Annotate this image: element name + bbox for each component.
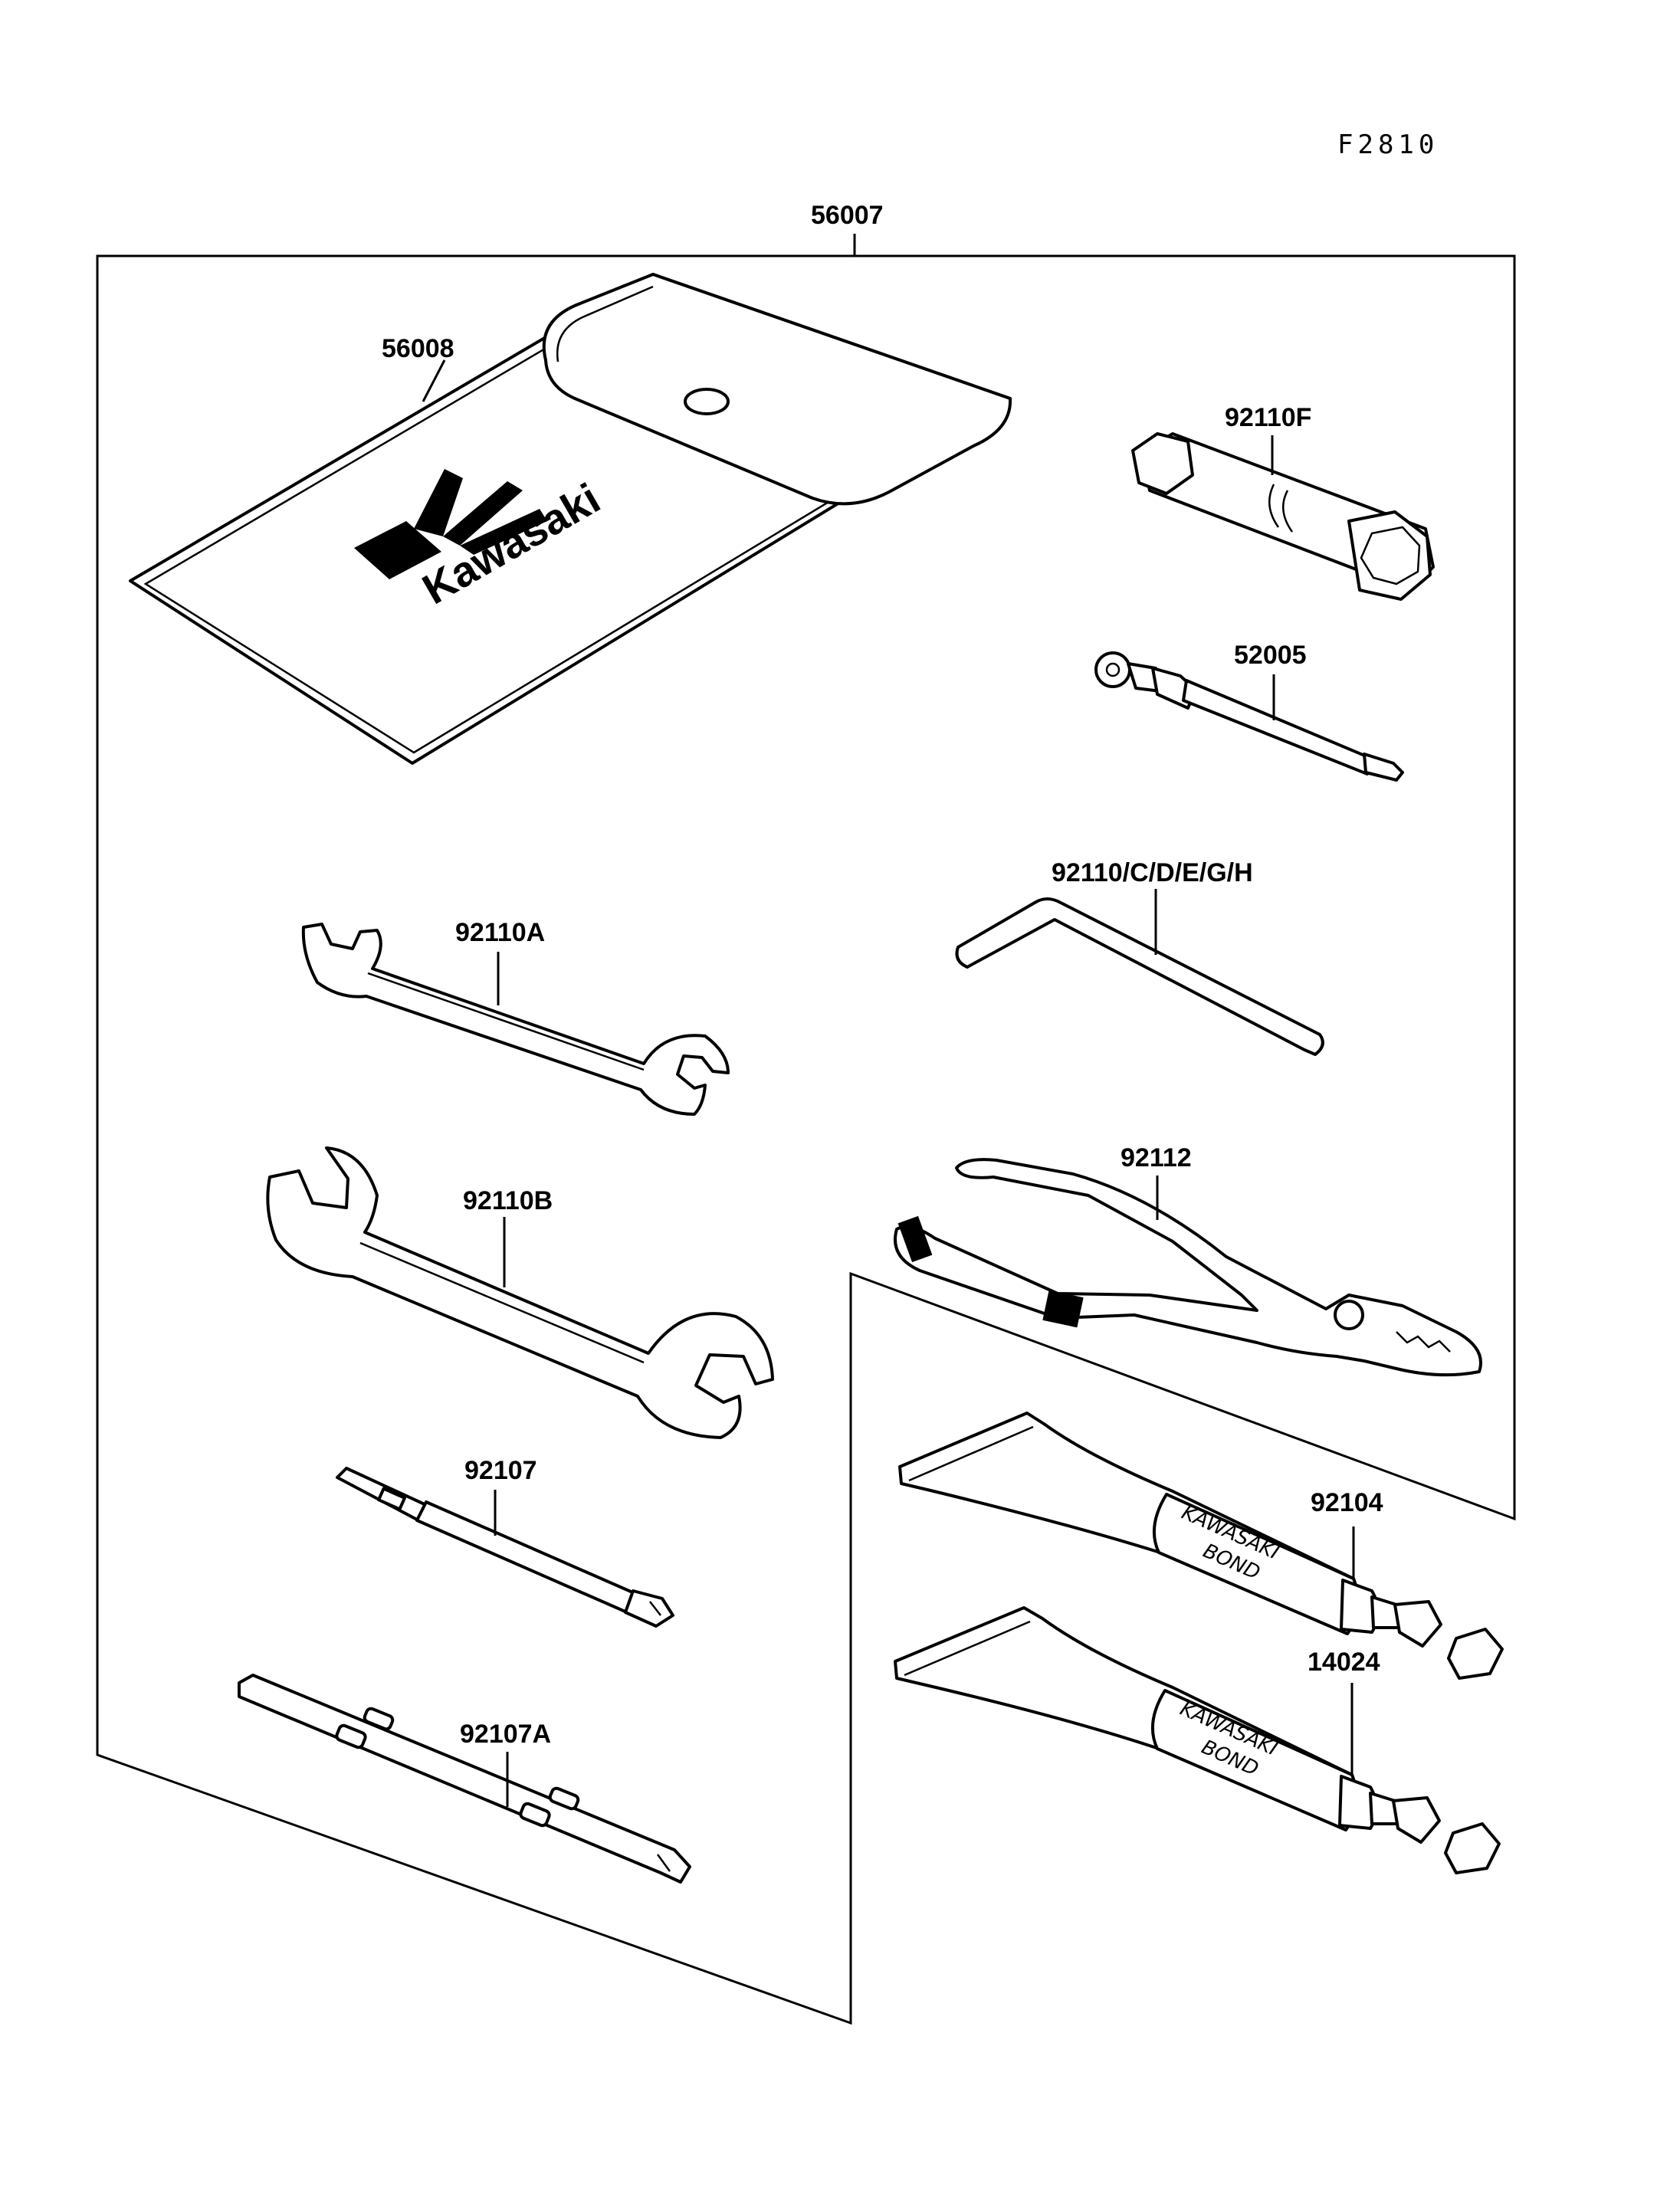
wrench-large: [266, 1146, 774, 1439]
label-92110A: 92110A: [455, 918, 545, 947]
plug-wrench: [1131, 432, 1435, 601]
label-52005: 52005: [1234, 641, 1307, 670]
handle: [1094, 651, 1404, 782]
wrench-small: [301, 923, 730, 1116]
bond-tube-upper: KAWASAKI BOND: [898, 1412, 1504, 1680]
label-92104: 92104: [1311, 1488, 1383, 1517]
screwdriver: [336, 1467, 674, 1628]
bond-tube-lower: KAWASAKI BOND: [894, 1606, 1501, 1874]
pliers: [894, 1158, 1482, 1377]
label-56008: 56008: [382, 334, 454, 363]
label-92110-CDEGH: 92110/C/D/E/G/H: [1052, 858, 1253, 887]
label-14024: 14024: [1308, 1648, 1380, 1677]
label-92107A: 92107A: [460, 1720, 551, 1749]
figure-code: F2810: [1337, 130, 1439, 160]
label-92107: 92107: [464, 1456, 537, 1485]
tool-kit-frame: [96, 234, 1516, 2025]
screwdriver-grip: [238, 1674, 691, 1884]
hex-wrenches: [955, 889, 1324, 1056]
label-56007: 56007: [811, 201, 884, 230]
tool-bag: Kawasaki: [129, 273, 1012, 765]
label-92110B: 92110B: [463, 1186, 553, 1215]
label-92110F: 92110F: [1225, 403, 1311, 432]
label-92112: 92112: [1121, 1143, 1192, 1172]
